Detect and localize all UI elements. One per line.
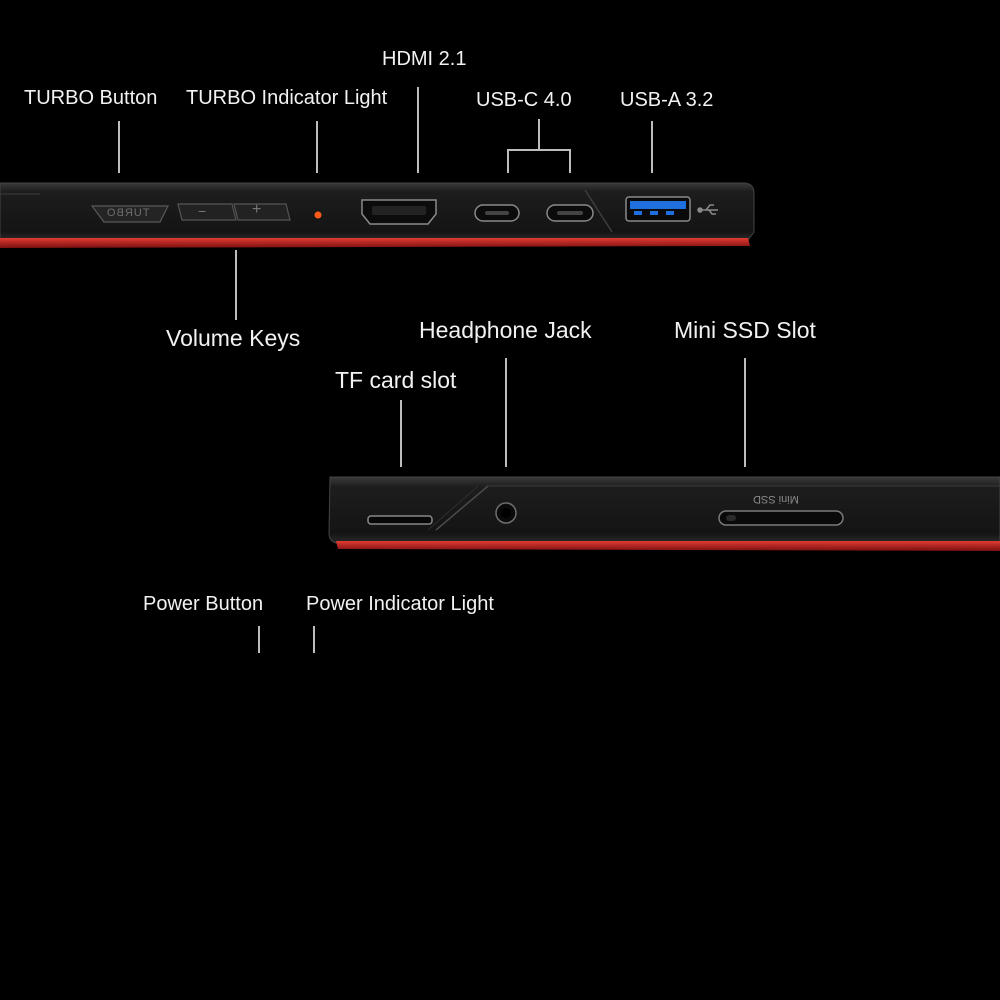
leader-usb-c-left [507, 149, 509, 173]
leader-tf-card-slot [400, 400, 402, 467]
turbo-indicator-dot [314, 211, 322, 219]
label-usb-a: USB-A 3.2 [620, 89, 714, 111]
label-tf-card-slot: TF card slot [335, 367, 457, 393]
leader-turbo-indicator [316, 121, 318, 173]
label-turbo-button: TURBO Button [24, 87, 158, 109]
leader-power-button [258, 626, 260, 653]
usb-symbol-icon [697, 204, 718, 215]
usb-a-port [625, 196, 691, 222]
label-turbo-indicator: TURBO Indicator Light [186, 87, 388, 109]
plus-key-print: + [252, 201, 262, 218]
tf-card-slot-shape [367, 515, 433, 525]
leader-hdmi [417, 87, 419, 173]
label-usb-c: USB-C 4.0 [476, 89, 572, 111]
turbo-key-print: TURBO [106, 207, 150, 219]
leader-power-indicator [313, 626, 315, 653]
label-mini-ssd-slot: Mini SSD Slot [674, 317, 816, 343]
mini-ssd-print: Mini SSD [753, 493, 799, 505]
volume-plus-key [233, 203, 291, 221]
label-hdmi: HDMI 2.1 [382, 48, 467, 70]
mini-ssd-slot-shape [718, 510, 844, 526]
label-power-indicator: Power Indicator Light [306, 593, 494, 615]
label-volume-keys: Volume Keys [166, 325, 301, 351]
hdmi-port [361, 199, 437, 225]
leader-usb-a [651, 121, 653, 173]
label-headphone-jack: Headphone Jack [419, 317, 592, 343]
leader-mini-ssd-slot [744, 358, 746, 467]
leader-usb-c-right [569, 149, 571, 173]
leader-headphone-jack [505, 358, 507, 467]
volume-minus-key [177, 203, 237, 221]
label-power-button: Power Button [143, 593, 264, 615]
leader-volume-keys [235, 250, 237, 320]
leader-usb-c-stem [538, 119, 540, 150]
leader-turbo-button [118, 121, 120, 173]
turbo-key [90, 205, 169, 223]
minus-key-print: − [198, 203, 207, 219]
leader-usb-c-bar [507, 149, 571, 151]
